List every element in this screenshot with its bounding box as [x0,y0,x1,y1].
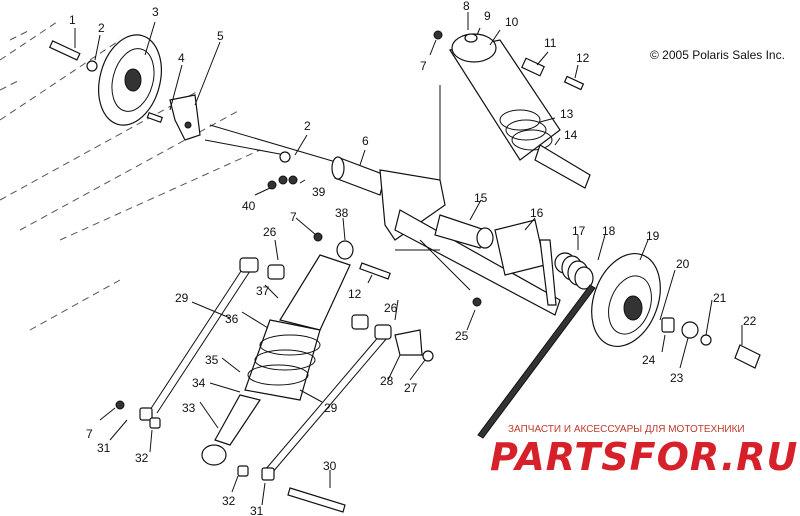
callout-17[interactable]: 17 [572,224,586,238]
callout-38[interactable]: 38 [335,206,349,220]
callout-7c[interactable]: 7 [86,427,93,441]
callout-35[interactable]: 35 [205,353,219,367]
bracket-5 [169,94,201,141]
callout-1[interactable]: 1 [69,13,76,27]
callout-22[interactable]: 22 [743,314,757,328]
callout-31a[interactable]: 31 [97,441,111,455]
callout-34[interactable]: 34 [192,376,206,390]
callout-6[interactable]: 6 [362,134,369,148]
callout-5[interactable]: 5 [217,29,224,43]
watermark-tagline: ЗАПЧАСТИ И АКСЕССУАРЫ ДЛЯ МОТОТЕХНИКИ [508,424,745,435]
watermark: ЗАПЧАСТИ И АКСЕССУАРЫ ДЛЯ МОТОТЕХНИКИ PA… [490,424,798,479]
callout-28[interactable]: 28 [380,374,394,388]
callout-24[interactable]: 24 [642,353,656,367]
spring-17 [554,252,594,290]
rear-shock [433,30,591,189]
callout-39[interactable]: 39 [312,185,326,199]
callout-33[interactable]: 33 [182,401,196,415]
hardware-20-24 [661,317,761,369]
wheel-19 [591,252,661,348]
callout-9[interactable]: 9 [484,9,491,23]
callout-numbers: 1 2 3 4 5 2 6 39 40 7 8 9 10 11 12 13 14… [69,0,757,516]
callout-26b[interactable]: 26 [384,301,398,315]
callout-25[interactable]: 25 [455,329,469,343]
callout-15[interactable]: 15 [474,191,488,205]
callout-29a[interactable]: 29 [175,291,189,305]
callout-26a[interactable]: 26 [263,225,277,239]
callout-10[interactable]: 10 [505,15,519,29]
callout-18[interactable]: 18 [602,224,616,238]
shaft-6 [331,156,386,196]
watermark-brand: PARTSFOR.RU [490,435,798,479]
rod-18 [477,284,596,439]
callout-7b[interactable]: 7 [290,210,297,224]
callout-21[interactable]: 21 [713,291,727,305]
callout-32a[interactable]: 32 [135,451,149,465]
callout-3[interactable]: 3 [152,5,159,19]
callout-31b[interactable]: 31 [250,504,264,516]
copyright-text: © 2005 Polaris Sales Inc. [650,48,785,62]
leader-lines [74,12,743,506]
callout-36[interactable]: 36 [225,312,239,326]
callout-30[interactable]: 30 [323,459,337,473]
chassis-outline [0,19,261,331]
front-arm [379,169,561,316]
callout-2a[interactable]: 2 [98,21,105,35]
link-rods-29 [115,232,482,513]
idler-wheel-3 [48,34,164,126]
callout-11[interactable]: 11 [544,36,557,50]
callout-4[interactable]: 4 [178,51,185,65]
callout-29b[interactable]: 29 [324,401,338,415]
hardware-39-40 [267,151,298,190]
callout-40[interactable]: 40 [242,199,256,213]
callout-13[interactable]: 13 [560,107,574,121]
callout-19[interactable]: 19 [646,229,660,243]
callout-7a[interactable]: 7 [420,59,427,73]
callout-32b[interactable]: 32 [222,494,236,508]
callout-14[interactable]: 14 [564,128,578,142]
front-shock [201,240,391,466]
callout-16[interactable]: 16 [530,206,544,220]
callout-2b[interactable]: 2 [304,119,311,133]
callout-8[interactable]: 8 [463,0,470,13]
callout-37[interactable]: 37 [256,284,270,298]
callout-12a[interactable]: 12 [576,51,590,65]
callout-20[interactable]: 20 [676,257,690,271]
callout-27[interactable]: 27 [404,381,418,395]
callout-12b[interactable]: 12 [348,287,362,301]
callout-23[interactable]: 23 [670,371,684,385]
